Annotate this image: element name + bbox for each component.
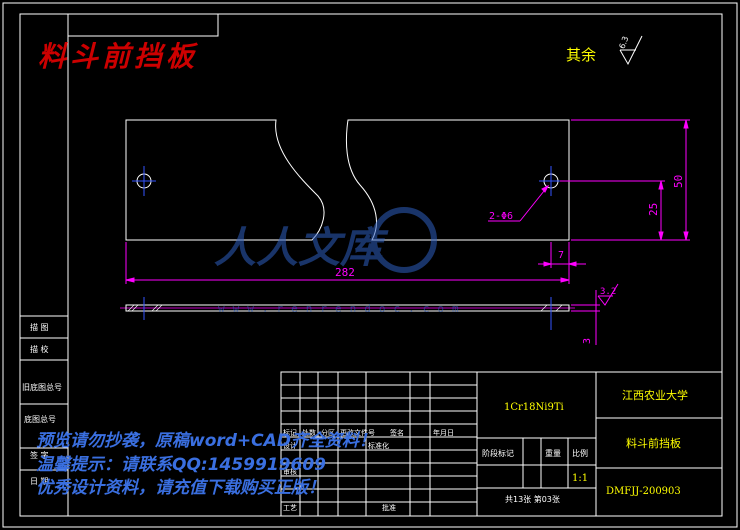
- tb-material: 1Cr18Ni9Ti: [504, 402, 564, 413]
- dim-length-text: 282: [335, 266, 355, 279]
- tb-row-1: 标准化: [368, 441, 389, 450]
- tb-header-1: 处数: [302, 428, 316, 437]
- side-row-5: 日 期: [30, 477, 49, 486]
- notice-line-3: 优秀设计资料，请充值下载购买正版！: [36, 478, 325, 498]
- mounting-hole-left: [132, 166, 156, 196]
- hole-callout-leader: [488, 184, 550, 222]
- dim-height-text: 50: [672, 175, 685, 188]
- hole-callout-text: 2-Φ6: [489, 211, 513, 222]
- side-row-3: 底图总号: [24, 414, 56, 424]
- part-side-view: [120, 297, 575, 330]
- side-row-4: 签 字: [30, 450, 49, 460]
- tb-weight-label: 重量: [545, 448, 561, 458]
- tb-header-3: 更改文件号: [340, 428, 375, 437]
- watermark: 人人文库 www.renrendoc.com: [214, 207, 467, 315]
- tb-drawing-no: DMFJJ-200903: [606, 486, 681, 497]
- tb-scale-label: 比例: [572, 448, 588, 458]
- tb-header-0: 标记: [283, 428, 297, 437]
- dim-overall-length: [125, 242, 570, 284]
- tb-school: 江西农业大学: [622, 388, 688, 402]
- side-row-2: 旧底图总号: [22, 382, 62, 392]
- tb-header-5: 年月日: [433, 428, 454, 437]
- tb-header-2: 分区: [321, 428, 335, 437]
- dim-thickness: [571, 290, 600, 345]
- mounting-hole-right: [539, 166, 563, 196]
- tb-scale-value: 1:1: [572, 473, 588, 484]
- part-front-view: [125, 119, 570, 241]
- top-left-code-box: [67, 13, 219, 37]
- title-block: [280, 371, 723, 517]
- side-row-0: 描 图: [30, 322, 49, 332]
- side-row-1: 描 校: [30, 344, 49, 354]
- dim-hole-offset: [538, 242, 586, 268]
- roughness-symbol-small: [597, 283, 619, 306]
- tb-row-2: 审核: [283, 467, 297, 476]
- roughness-value: 6.3: [618, 35, 631, 50]
- roughness-label: 其余: [566, 46, 596, 64]
- roughness-symbol: [619, 35, 643, 66]
- side-table: [19, 315, 69, 517]
- dim-hole-offset-text: 7: [558, 250, 564, 261]
- tb-row-3: 工艺: [283, 504, 297, 512]
- watermark-url: www.renrendoc.com: [218, 302, 467, 315]
- watermark-logo: 人人文库: [214, 223, 389, 272]
- tb-part-name: 料斗前挡板: [626, 436, 681, 450]
- notice-line-2: 温馨提示：请联系QQ:1459919609: [36, 455, 326, 475]
- notice-line-1: 预览请勿抄袭，原稿word+CAD齐全资料！: [36, 431, 376, 451]
- tb-sheets: 共13张 第03张: [505, 494, 560, 504]
- roughness-value-small: 3.2: [600, 287, 616, 297]
- tb-stage-label: 阶段标记: [482, 448, 514, 458]
- dim-hole-height-text: 25: [647, 203, 660, 216]
- drawing-title: 料斗前挡板: [38, 40, 199, 73]
- dim-height: [571, 119, 690, 241]
- dim-hole-height: [560, 180, 665, 241]
- tb-row-4: 批准: [382, 503, 396, 512]
- tb-row-0: 设计: [283, 441, 297, 450]
- dim-thickness-text: 3: [582, 338, 593, 344]
- tb-header-4: 签名: [390, 428, 404, 437]
